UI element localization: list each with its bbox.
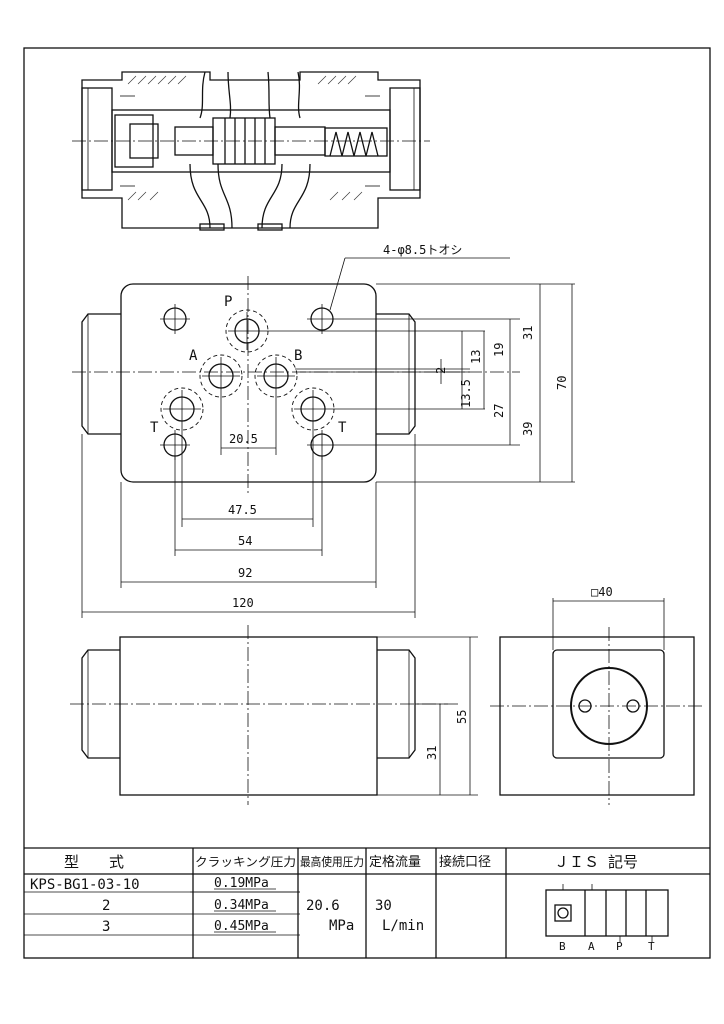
dim-55: 55 [455, 710, 469, 724]
rated-flow-value: 30 [375, 898, 392, 914]
dim-13-5: 13.5 [459, 379, 473, 408]
section-view [72, 71, 430, 231]
jis-port-p: P [616, 940, 623, 953]
jis-port-b: B [559, 940, 566, 953]
max-pressure-value: 20.6 [306, 898, 340, 914]
dim-120: 120 [232, 596, 254, 610]
dim-39: 39 [521, 422, 535, 436]
dim-20-5: 20.5 [229, 432, 258, 446]
dim-47-5: 47.5 [228, 503, 257, 517]
rated-flow-unit: L/min [382, 918, 424, 934]
row-model-1: KPS-BG1-03-10 [30, 877, 140, 893]
max-pressure-unit: MPa [329, 918, 354, 934]
sheet-border [23, 47, 711, 959]
row-cracking-3: 0.45MPa [214, 919, 269, 934]
row-cracking-2: 0.34MPa [214, 898, 269, 913]
port-label-b: B [294, 348, 302, 364]
th-cracking: クラッキング圧力 [195, 855, 296, 869]
th-rated-flow: 定格流量 [369, 854, 421, 870]
row-model-3: 3 [102, 919, 110, 935]
row-cracking-1: 0.19MPa [214, 876, 269, 891]
front-view [70, 625, 478, 805]
dim-31-side: 31 [425, 746, 439, 760]
dim-sq40: □40 [591, 585, 613, 599]
jis-port-t: T [648, 940, 655, 953]
side-view [490, 598, 704, 805]
jis-port-a: A [588, 940, 595, 953]
row-model-2: 2 [102, 898, 110, 914]
port-label-p: P [224, 294, 232, 310]
dim-92: 92 [238, 566, 252, 580]
dim-54: 54 [238, 534, 252, 548]
dim-19: 19 [492, 343, 506, 357]
th-model: 型 式 [64, 853, 124, 871]
dim-70: 70 [555, 376, 569, 390]
plan-view [72, 257, 575, 618]
dim-13: 13 [469, 350, 483, 364]
dim-31: 31 [521, 326, 535, 340]
spec-table [24, 847, 710, 958]
th-connection: 接続口径 [439, 854, 491, 870]
th-max-pressure: 最高使用圧力 [300, 854, 364, 869]
dim-27: 27 [492, 404, 506, 418]
port-label-t-left: T [150, 420, 159, 436]
port-label-t-right: T [338, 420, 347, 436]
th-jis: ＪＩＳ 記号 [554, 853, 638, 871]
dim-2: 2 [434, 367, 448, 374]
port-label-a: A [189, 348, 198, 364]
hole-note: 4-φ8.5トオシ [383, 243, 462, 257]
